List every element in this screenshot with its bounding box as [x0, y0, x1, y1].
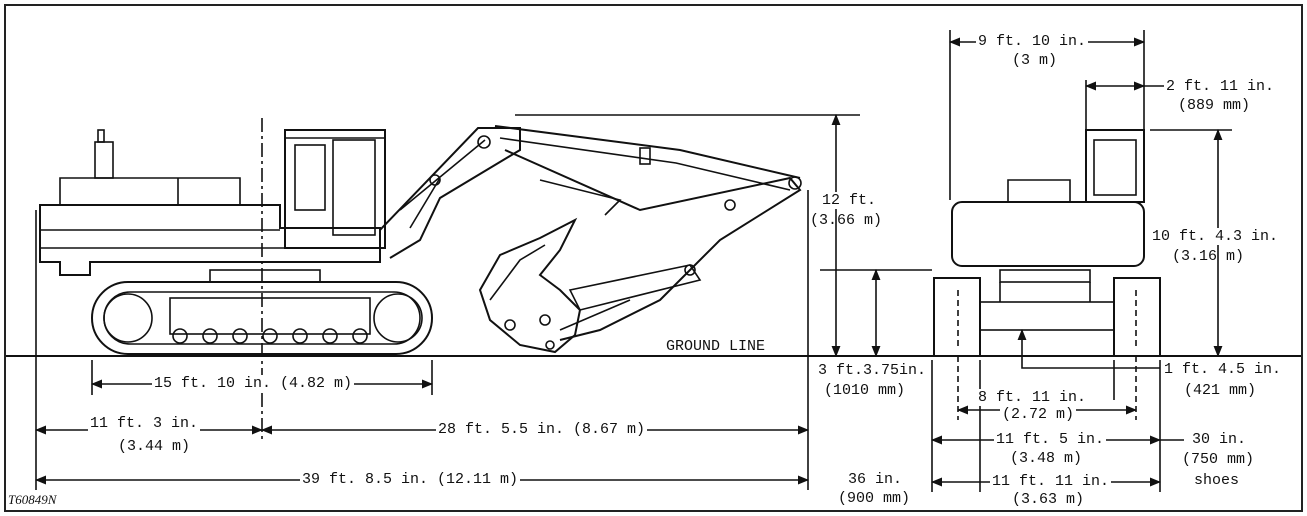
height-label: 12 ft.: [820, 192, 879, 209]
offset-label: 2 ft. 11 in.: [1164, 78, 1277, 95]
gauge-label: 8 ft. 11 in.: [976, 389, 1089, 406]
shoes-label: shoes: [1194, 472, 1240, 489]
rear-to-center-metric-label: (3.44 m): [118, 438, 191, 455]
width-wide-metric-label: (3.63 m): [1012, 491, 1085, 508]
side-view-excavator: [39, 125, 802, 355]
ground-clearance-label: 3 ft.3.75in.: [816, 362, 929, 379]
width-narrow-metric-label: (3.48 m): [1010, 450, 1083, 467]
shoe-wide-metric-label: (900 mm): [838, 490, 911, 507]
shoe-narrow-metric-label: (750 mm): [1182, 451, 1255, 468]
shoe-wide-label: 36 in.: [846, 471, 905, 488]
height-metric-label: (3.66 m): [810, 212, 883, 229]
upper-height-metric-label: (3.16 m): [1172, 248, 1245, 265]
track-length-label: 15 ft. 10 in. (4.82 m): [152, 375, 355, 392]
min-clearance-label: 1 ft. 4.5 in.: [1162, 361, 1284, 378]
front-view-excavator: [933, 129, 1161, 357]
cab-width-metric-label: (3 m): [1012, 52, 1058, 69]
min-clearance-metric-label: (421 mm): [1184, 382, 1257, 399]
ground-clearance-metric-label: (1010 mm): [824, 382, 906, 399]
center-to-front-label: 28 ft. 5.5 in. (8.67 m): [436, 421, 648, 438]
cab-width-label: 9 ft. 10 in.: [976, 33, 1089, 50]
width-wide-label: 11 ft. 11 in.: [990, 473, 1112, 490]
rear-to-center-label: 11 ft. 3 in.: [88, 415, 201, 432]
drawing-frame: [4, 4, 1303, 512]
gauge-metric-label: (2.72 m): [1000, 406, 1077, 423]
width-narrow-label: 11 ft. 5 in.: [994, 431, 1107, 448]
ground-line-label: GROUND LINE: [664, 338, 768, 355]
overall-length-label: 39 ft. 8.5 in. (12.11 m): [300, 471, 521, 488]
upper-height-label: 10 ft. 4.3 in.: [1150, 228, 1281, 245]
offset-metric-label: (889 mm): [1178, 97, 1251, 114]
figure-code: T60849N: [8, 492, 57, 507]
shoe-narrow-label: 30 in.: [1190, 431, 1249, 448]
